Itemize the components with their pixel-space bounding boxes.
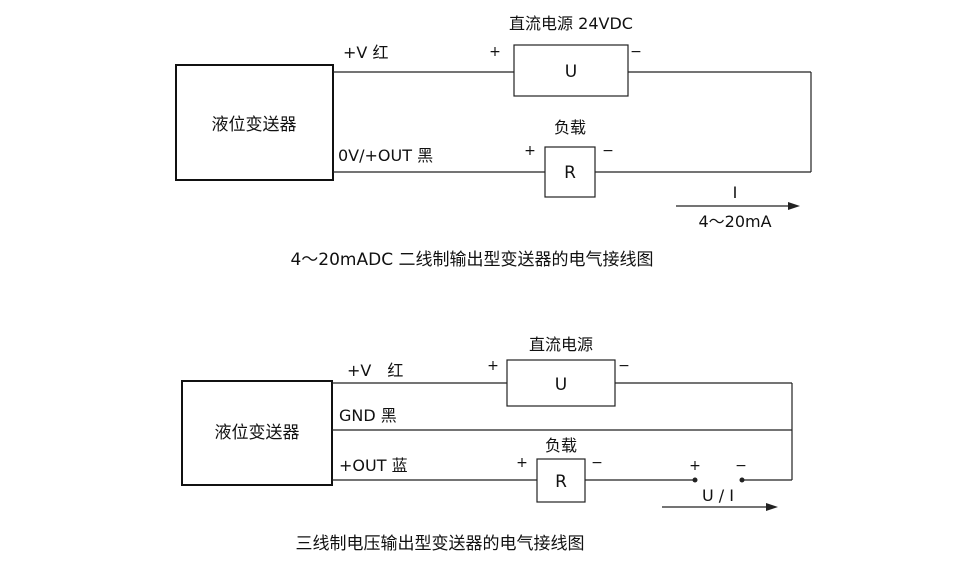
current-symbol: I <box>733 183 738 202</box>
terminal-minus-sign: − <box>735 458 747 474</box>
load-plus-sign: + <box>524 143 536 159</box>
load-resistor-box <box>544 146 596 198</box>
power-minus-sign: − <box>630 44 642 60</box>
load-resistor-symbol: R <box>555 472 567 492</box>
power-supply-title: 直流电源 24VDC <box>509 14 633 33</box>
wire-top-label: +V 红 <box>343 43 388 62</box>
power-supply-symbol: U <box>565 62 577 82</box>
power-supply-box <box>513 44 629 97</box>
current-arrow-head <box>788 202 800 210</box>
load-minus-sign: − <box>591 455 603 471</box>
wire-gnd-label: GND 黑 <box>339 406 397 425</box>
current-range: 4～20mA <box>698 212 771 231</box>
transmitter-box <box>181 380 333 486</box>
output-arrow-head <box>766 503 778 511</box>
wire-bottom-label: 0V/+OUT 黑 <box>338 146 433 165</box>
load-plus-sign: + <box>516 455 528 471</box>
diagram1-caption: 4～20mADC 二线制输出型变送器的电气接线图 <box>290 250 653 270</box>
power-minus-sign: − <box>618 358 630 374</box>
diagram-two-wire: 液位变送器 +V 红 + U 直流电源 24VDC − 0V/+OUT 黑 + … <box>175 14 812 270</box>
load-title: 负载 <box>554 118 586 137</box>
power-plus-sign: + <box>489 44 501 60</box>
load-resistor-box <box>536 458 586 503</box>
power-supply-title: 直流电源 <box>529 335 593 354</box>
output-symbol: U / I <box>702 486 734 505</box>
power-plus-sign: + <box>487 358 499 374</box>
diagram2-caption: 三线制电压输出型变送器的电气接线图 <box>296 534 585 554</box>
load-resistor-symbol: R <box>564 163 576 183</box>
transmitter-box <box>175 64 334 181</box>
transmitter-label: 液位变送器 <box>215 423 300 443</box>
wire-top-label: +V 红 <box>347 361 403 380</box>
wire-out-label: +OUT 蓝 <box>339 456 408 475</box>
transmitter-label: 液位变送器 <box>212 115 297 135</box>
terminal-plus-dot <box>692 477 698 483</box>
power-supply-box <box>506 359 616 407</box>
terminal-plus-sign: + <box>689 458 701 474</box>
load-minus-sign: − <box>602 143 614 159</box>
diagram-three-wire: 液位变送器 +V 红 + U 直流电源 − GND 黑 +OUT 蓝 + R 负… <box>181 335 793 554</box>
power-supply-symbol: U <box>555 375 567 395</box>
terminal-minus-dot <box>739 477 745 483</box>
load-title: 负载 <box>545 436 577 455</box>
